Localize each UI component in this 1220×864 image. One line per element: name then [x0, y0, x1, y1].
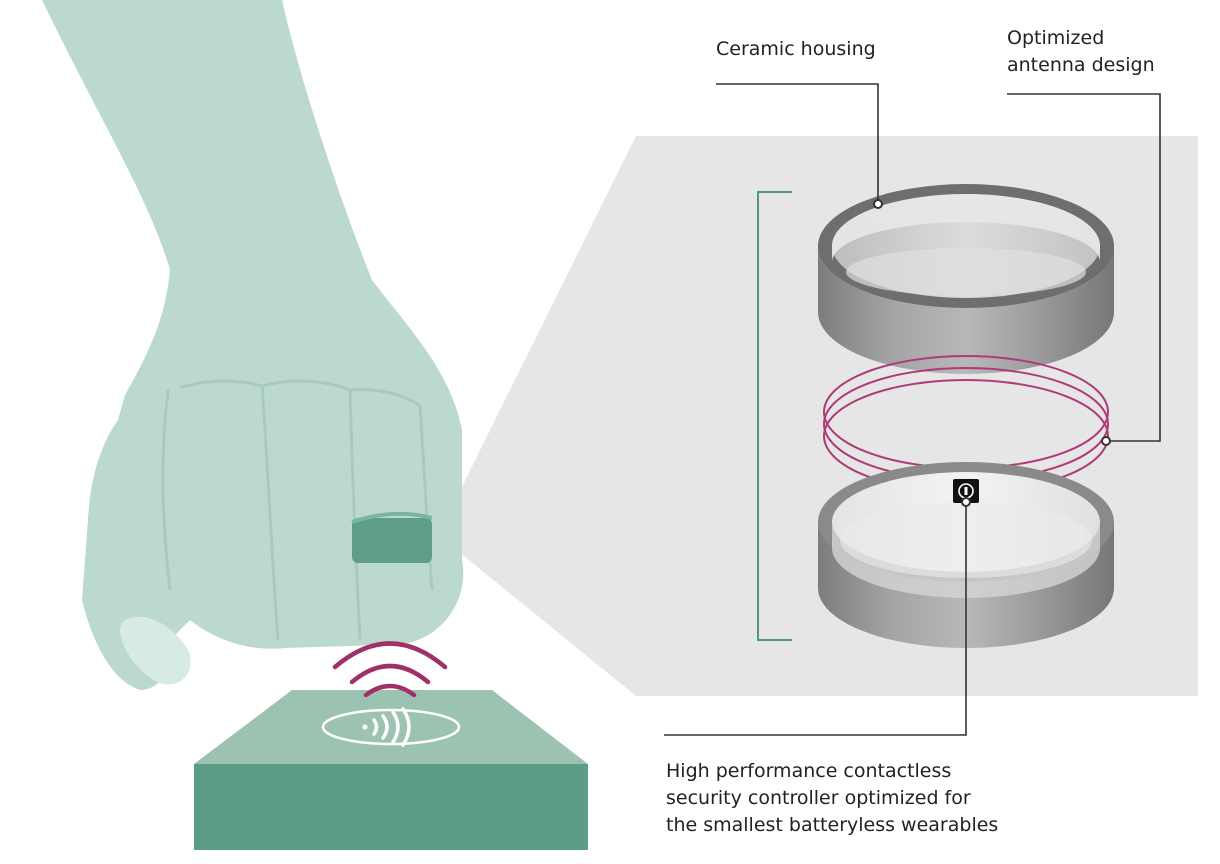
security-controller-label: High performance contactless security co… [666, 760, 999, 836]
ceramic-housing-label: Ceramic housing [716, 38, 876, 60]
ceramic-housing-ring [818, 184, 1114, 374]
chip-icon [953, 479, 979, 503]
leader-lines [664, 83, 1161, 736]
contactless-wave-icon [362, 707, 411, 747]
ring-on-finger [352, 518, 432, 563]
reader-device [194, 690, 588, 850]
antenna-design-label: Optimized antenna design [1007, 27, 1155, 76]
hand [42, 0, 464, 690]
radio-waves [332, 641, 448, 698]
assembly-bracket [757, 191, 792, 641]
